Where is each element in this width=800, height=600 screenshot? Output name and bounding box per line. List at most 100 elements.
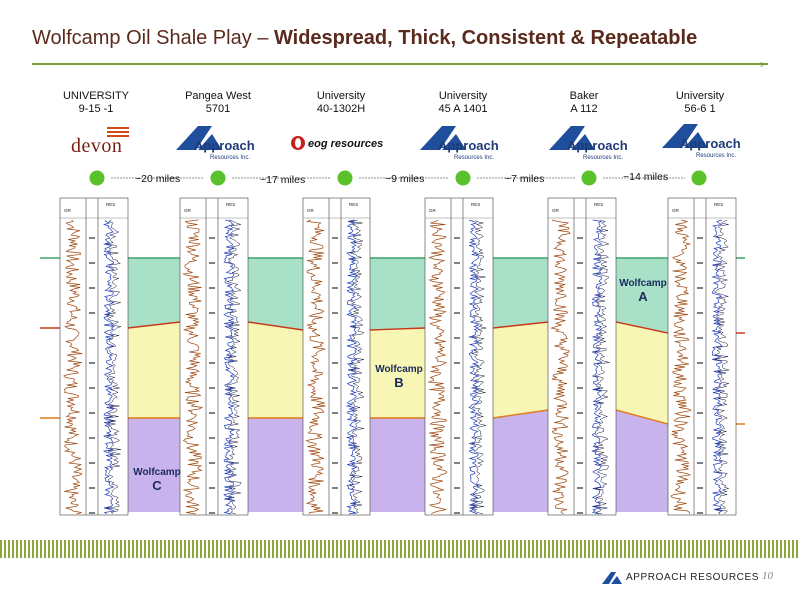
res-curve-shallow: [226, 219, 242, 515]
well-log-2: GR RES: [179, 197, 249, 516]
formation-tops: [40, 257, 745, 425]
well-log-1: GR RES: [59, 197, 129, 516]
gr-track-header: GR: [552, 208, 560, 213]
svg-text:Resources Inc.: Resources Inc.: [210, 155, 250, 161]
res-track-header: RES: [349, 202, 358, 207]
approach-logo-1: Approach Resources Inc.: [176, 126, 255, 161]
res-curve-deep: [467, 219, 480, 515]
zone-fill-2-gap-4: [493, 322, 548, 418]
well-dot-1: [89, 170, 105, 186]
res-curve-shallow: [593, 219, 610, 515]
res-curve-deep: [345, 219, 358, 515]
zone-fill-2-gap-2: [248, 322, 303, 418]
svg-text:Approach: Approach: [680, 136, 741, 151]
devon-logo: devon: [71, 125, 129, 158]
well-dot-5: [581, 170, 597, 186]
distance-label-1: ~20 miles: [135, 173, 181, 185]
svg-text:Approach: Approach: [567, 138, 628, 153]
well-dot-3: [337, 170, 353, 186]
zone-fill-2-gap-5: [616, 322, 668, 424]
gr-curve: [670, 219, 692, 515]
gr-track-header: GR: [64, 208, 72, 213]
footer-stripe: [0, 540, 800, 558]
zone-fill-3-gap-1: [128, 418, 180, 512]
zone-fill-1-gap-1: [128, 258, 180, 328]
arrow-right-icon: ›: [760, 57, 764, 71]
zone-fill-3-gap-4: [493, 410, 548, 512]
svg-text:Resources Inc.: Resources Inc.: [696, 153, 736, 159]
res-curve-shallow: [105, 219, 122, 515]
gr-curve: [182, 219, 204, 515]
res-curve-shallow: [348, 219, 365, 515]
res-track-header: RES: [471, 202, 480, 207]
zone-fill-1-gap-4: [493, 258, 548, 328]
approach-logo-2: Approach Resources Inc.: [420, 126, 499, 161]
gr-curve: [63, 219, 83, 515]
gr-curve: [428, 219, 448, 515]
distance-label-2: ~17 miles: [260, 174, 306, 186]
distance-label-5: ~14 miles: [623, 171, 669, 183]
eog-logo: eog resources: [291, 136, 383, 150]
res-curve-shallow: [471, 219, 487, 515]
gr-track-header: GR: [672, 208, 680, 213]
zone-fills: [128, 258, 668, 512]
zone-fill-1-gap-5: [616, 258, 668, 333]
well-dot-6: [691, 170, 707, 186]
svg-text:Approach: Approach: [438, 138, 499, 153]
approach-footer-logo: [602, 572, 622, 584]
res-track-header: RES: [226, 202, 235, 207]
approach-logo-4: Approach Resources Inc.: [662, 124, 741, 159]
zone-fill-1-gap-3: [370, 258, 425, 330]
top-line-b: [40, 321, 745, 334]
res-track-header: RES: [594, 202, 603, 207]
res-curve-deep: [591, 219, 603, 515]
res-track-header: RES: [106, 202, 115, 207]
title-bold: Widespread, Thick, Consistent & Repeatab…: [273, 27, 698, 49]
svg-text:Resources Inc.: Resources Inc.: [454, 155, 494, 161]
zone-fill-2-gap-1: [128, 322, 180, 418]
zone-fill-3-gap-2: [248, 418, 303, 512]
log-frame: [424, 197, 494, 516]
gr-curve: [550, 219, 571, 515]
well-log-5: GR RES: [547, 197, 617, 516]
res-curve-shallow: [713, 219, 730, 515]
svg-text:eog resources: eog resources: [308, 138, 383, 150]
gr-track-header: GR: [184, 208, 192, 213]
svg-text:Resources Inc.: Resources Inc.: [583, 155, 623, 161]
well-log-6: GR RES: [667, 197, 737, 516]
approach-logo-3: Approach Resources Inc.: [549, 126, 628, 161]
well-dots: [89, 170, 707, 186]
title-main: Wolfcamp Oil Shale Play –: [32, 27, 274, 49]
title-rule: [32, 63, 768, 65]
slide-title: Wolfcamp Oil Shale Play – Widespread, Th…: [32, 27, 697, 50]
zone-fill-3-gap-3: [370, 418, 425, 512]
zone-fill-3-gap-5: [616, 410, 668, 512]
gr-track-header: GR: [429, 208, 437, 213]
distance-label-3: ~9 miles: [385, 173, 425, 185]
zone-fill-1-gap-2: [248, 258, 303, 330]
zone-fill-2-gap-3: [370, 328, 425, 418]
distance-label-4: ~7 miles: [505, 173, 545, 185]
res-curve-deep: [102, 219, 116, 515]
page-number: 10: [762, 570, 773, 582]
well-dot-2: [210, 170, 226, 186]
res-curve-deep: [223, 219, 236, 515]
well-log-4: GR RES: [424, 197, 494, 516]
gr-curve: [305, 219, 326, 515]
res-curve-deep: [711, 219, 724, 515]
top-line-c: [40, 409, 745, 425]
well-dot-4: [455, 170, 471, 186]
res-track-header: RES: [714, 202, 723, 207]
